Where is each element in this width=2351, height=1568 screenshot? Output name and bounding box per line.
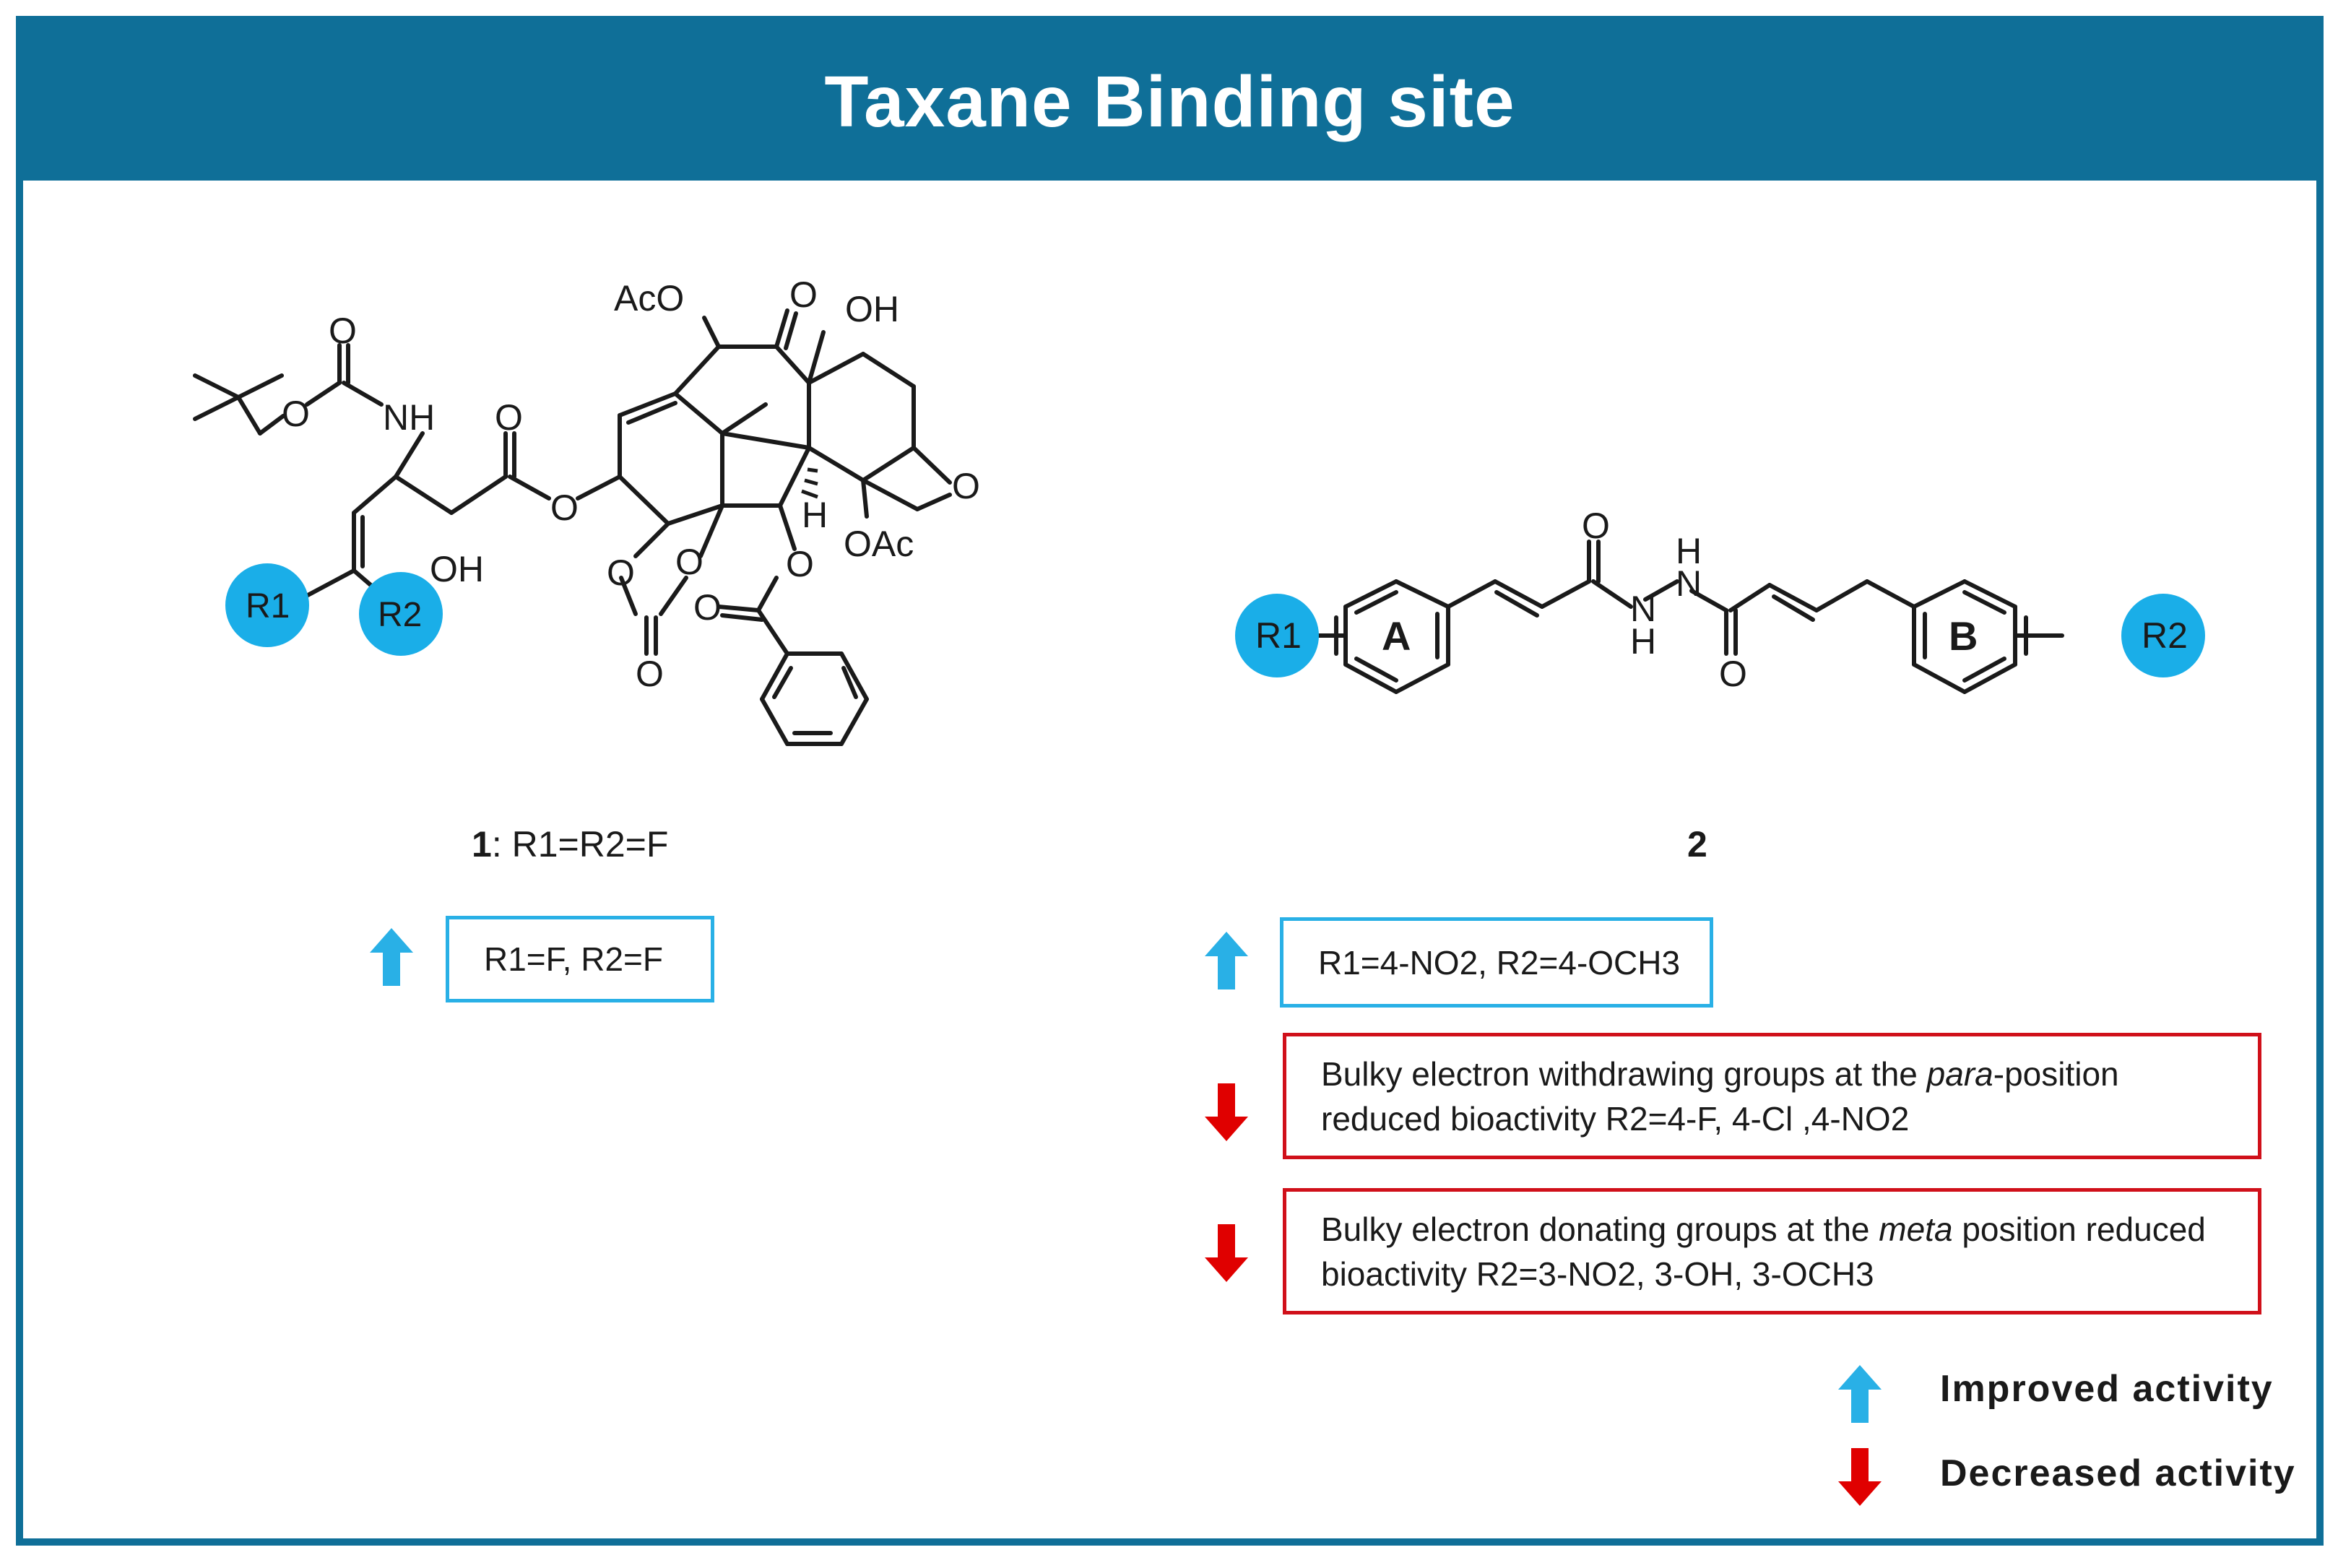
atom-aco: AcO [614,278,684,319]
legend-decreased-arrow-icon [1838,1448,1882,1506]
atom-carbonyl-o1: O [1582,506,1610,546]
atom-oh-side: OH [430,549,484,589]
figure-frame: Taxane Binding site [16,16,2324,1546]
atom-nh2-h: H [1630,621,1656,662]
improved-arrow-icon [370,928,413,986]
compound-1-structure: AcO O OH NH O O O O OH O H OAc O O O O O… [193,274,980,746]
atom-oac: OAc [844,524,914,564]
legend-improved-label: Improved activity [1940,1368,2274,1410]
title-bar: Taxane Binding site [23,23,2316,181]
compound-1-finding-text: R1=F, R2=F [484,940,663,978]
atom-carbamate-o2: O [282,394,310,434]
ring-a-label: A [1382,613,1411,659]
atom-carbonate-o2: O [675,542,703,582]
r1-label: R1 [246,587,290,625]
compound-2-finding-box-1: R1=4-NO2, R2=4-OCH3 [1280,917,1713,1008]
ring-b-label: B [1949,613,1978,659]
compound-1-label: 1: R1=R2=F [472,823,668,865]
compound-2-label: 2 [1687,823,1707,865]
atom-ester-o-dbl: O [495,397,523,438]
legend-decreased-label: Decreased activity [1940,1452,2296,1494]
atom-benzoate-o1: O [786,544,814,584]
atom-ketone-o: O [789,274,818,315]
compound-2-finding-box-3: Bulky electron donating groups at the me… [1283,1188,2261,1314]
compound-2-finding-box-2: Bulky electron withdrawing groups at the… [1283,1033,2261,1159]
r1-label-2: R1 [1255,615,1302,656]
atom-nh: NH [383,397,435,438]
atom-oh-top: OH [845,289,899,329]
atom-ester-o: O [550,488,579,528]
atom-h: H [802,495,828,535]
atom-carbonyl-o2: O [1719,654,1747,694]
atom-carbonate-o1: O [607,553,635,593]
compound-1-finding-box: R1=F, R2=F [446,916,714,1002]
compound-1-label-text: : R1=R2=F [491,824,669,865]
compound-2-finding-3-text: Bulky electron donating groups at the me… [1321,1210,2206,1293]
improved-arrow-icon [1205,932,1248,989]
atom-benzoate-o2: O [693,587,722,628]
compound-1-number: 1 [472,824,492,865]
r2-label: R2 [378,596,422,634]
decreased-arrow-icon [1205,1083,1248,1141]
r2-label-2: R2 [2142,615,2188,656]
decreased-arrow-icon [1205,1224,1248,1282]
compound-2-number: 2 [1687,824,1707,865]
compound-2-structure: R1 A O H N N H O B R2 [1235,506,2205,694]
atom-carbonate-o3: O [636,654,664,694]
figure-title: Taxane Binding site [824,61,1515,142]
r1-substituent-circle-2 [1235,594,1319,677]
atom-nh1-h: H [1676,531,1702,571]
compound-2-finding-1-text: R1=4-NO2, R2=4-OCH3 [1318,943,1681,982]
r2-substituent-circle-2 [2121,594,2205,677]
atom-n2: N [1630,589,1656,629]
r1-substituent-circle [225,563,309,647]
legend-improved-arrow-icon [1838,1365,1882,1423]
r2-substituent-circle [359,572,443,656]
atom-oxetane-o: O [952,466,980,506]
atom-carbamate-o1: O [329,311,357,351]
atom-n1: N [1676,563,1702,604]
compound-2-finding-2-text: Bulky electron withdrawing groups at the… [1321,1054,2119,1138]
